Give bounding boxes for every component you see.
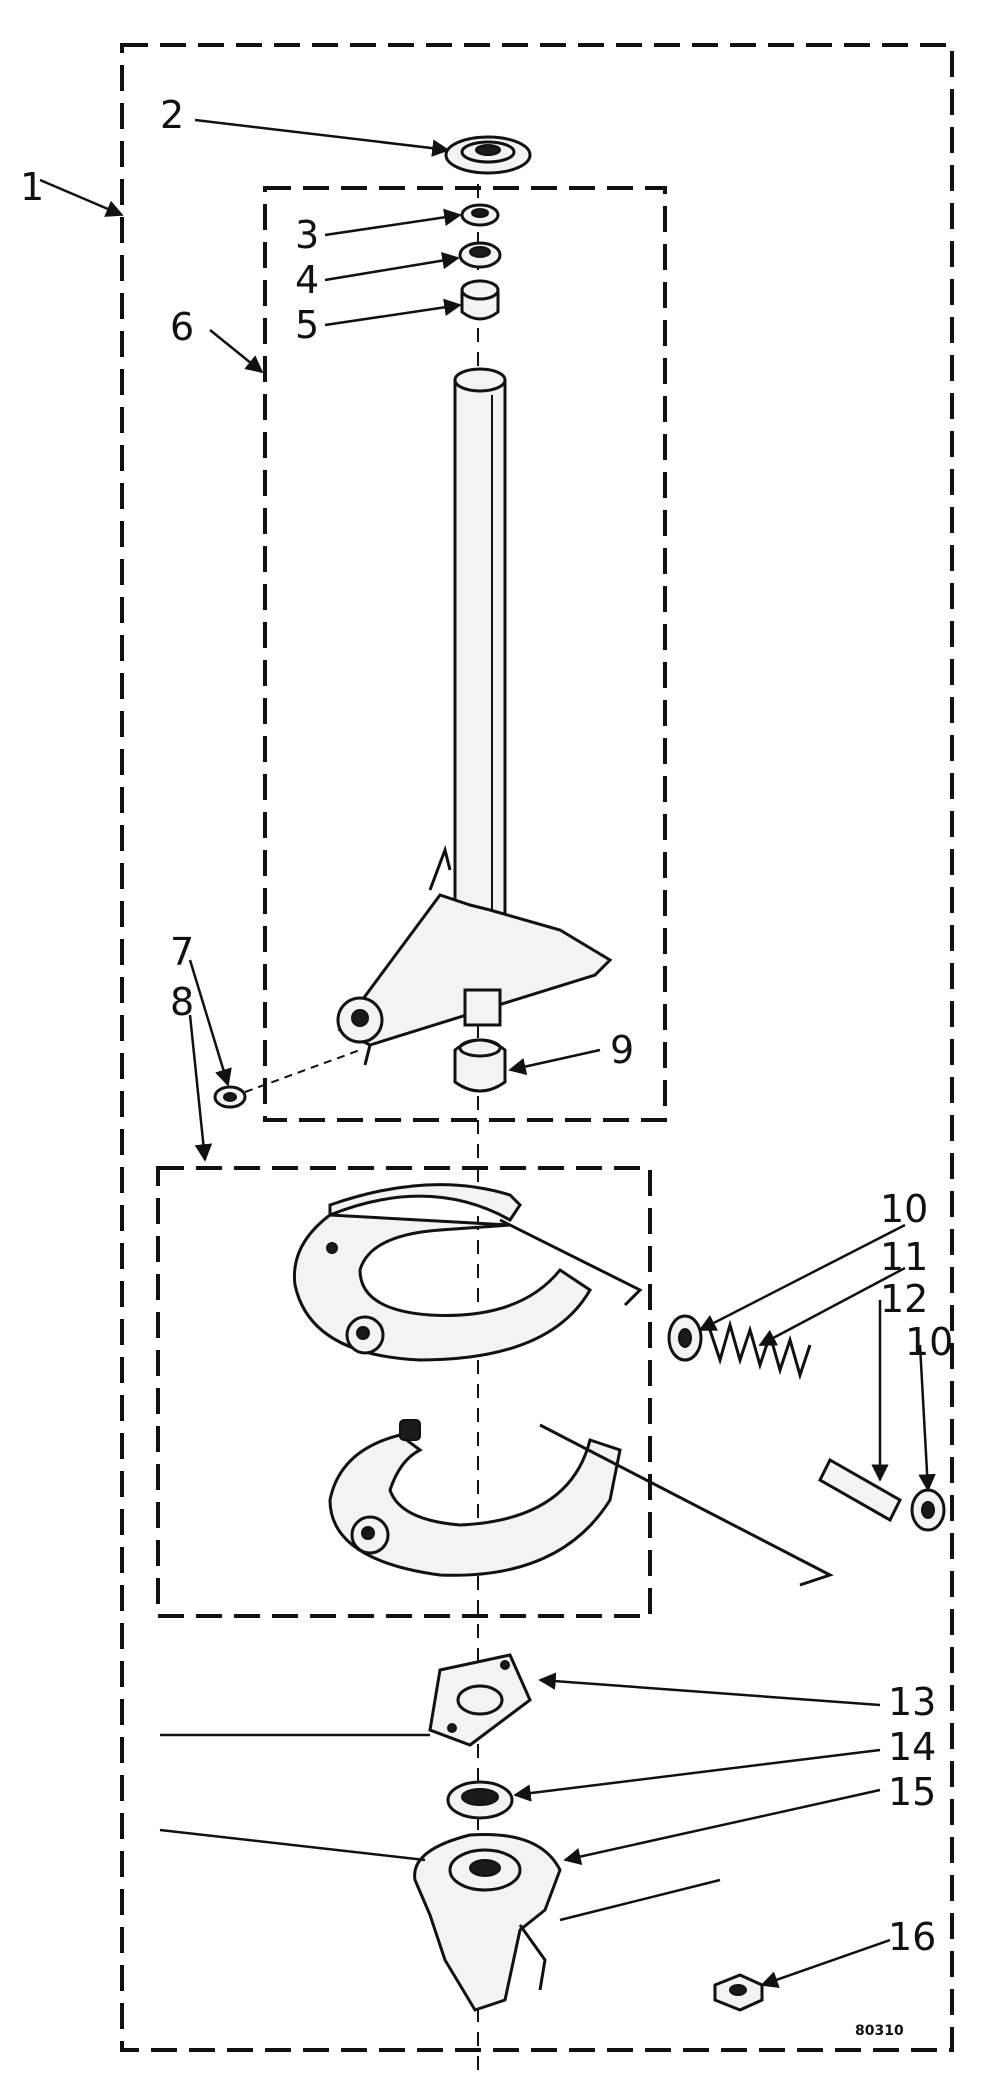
callout-5: 5	[295, 303, 319, 347]
outer-assembly-boundary	[120, 43, 954, 2052]
catalog-number: 80310	[855, 2023, 904, 2039]
part-8-upper-brake-shoe	[292, 1183, 643, 1362]
callout-3: 3	[295, 213, 319, 257]
part-11-spring	[708, 1319, 812, 1381]
tube-assembly-boundary	[263, 186, 667, 1122]
callout-13: 13	[888, 1680, 936, 1724]
callout-16: 16	[888, 1915, 936, 1959]
callout-12: 12	[880, 1277, 928, 1321]
callout-4: 4	[295, 258, 319, 302]
part-2-seal	[444, 135, 532, 175]
part-16-nut	[713, 1973, 764, 2012]
callout-2: 2	[160, 93, 184, 137]
part-6-tube-assembly	[336, 367, 613, 1066]
callout-1: 1	[20, 165, 44, 209]
part-12-pin	[818, 1457, 902, 1523]
callout-labels: 1 2 3 4 5 6 7 8 9 10 11 12 10 13 14 15 1…	[20, 93, 953, 1959]
callout-14: 14	[888, 1725, 936, 1769]
callout-15: 15	[888, 1770, 936, 1814]
callout-9: 9	[610, 1028, 634, 1072]
callout-10-lower: 10	[905, 1320, 953, 1364]
part-8-lower-brake-shoe	[328, 1419, 834, 1587]
part-15-actuator	[413, 1832, 562, 2012]
brake-assembly-boundary	[156, 1166, 652, 1618]
callout-8: 8	[170, 980, 194, 1024]
callout-11: 11	[880, 1235, 928, 1279]
part-13-plate	[428, 1653, 532, 1747]
part-10-lower-washer	[910, 1488, 946, 1532]
part-4-bearing	[458, 241, 502, 269]
part-9-cam	[453, 1038, 507, 1093]
leader-lines	[39, 118, 936, 1989]
part-5-bushing	[460, 279, 500, 321]
part-10-upper-washer	[667, 1314, 703, 1362]
part-14-ring	[446, 1780, 514, 1820]
part-3-washer	[460, 203, 500, 227]
callout-10-upper: 10	[880, 1187, 928, 1231]
part-7-clip	[213, 1049, 361, 1109]
callout-6: 6	[170, 305, 194, 349]
callout-7: 7	[170, 930, 194, 974]
